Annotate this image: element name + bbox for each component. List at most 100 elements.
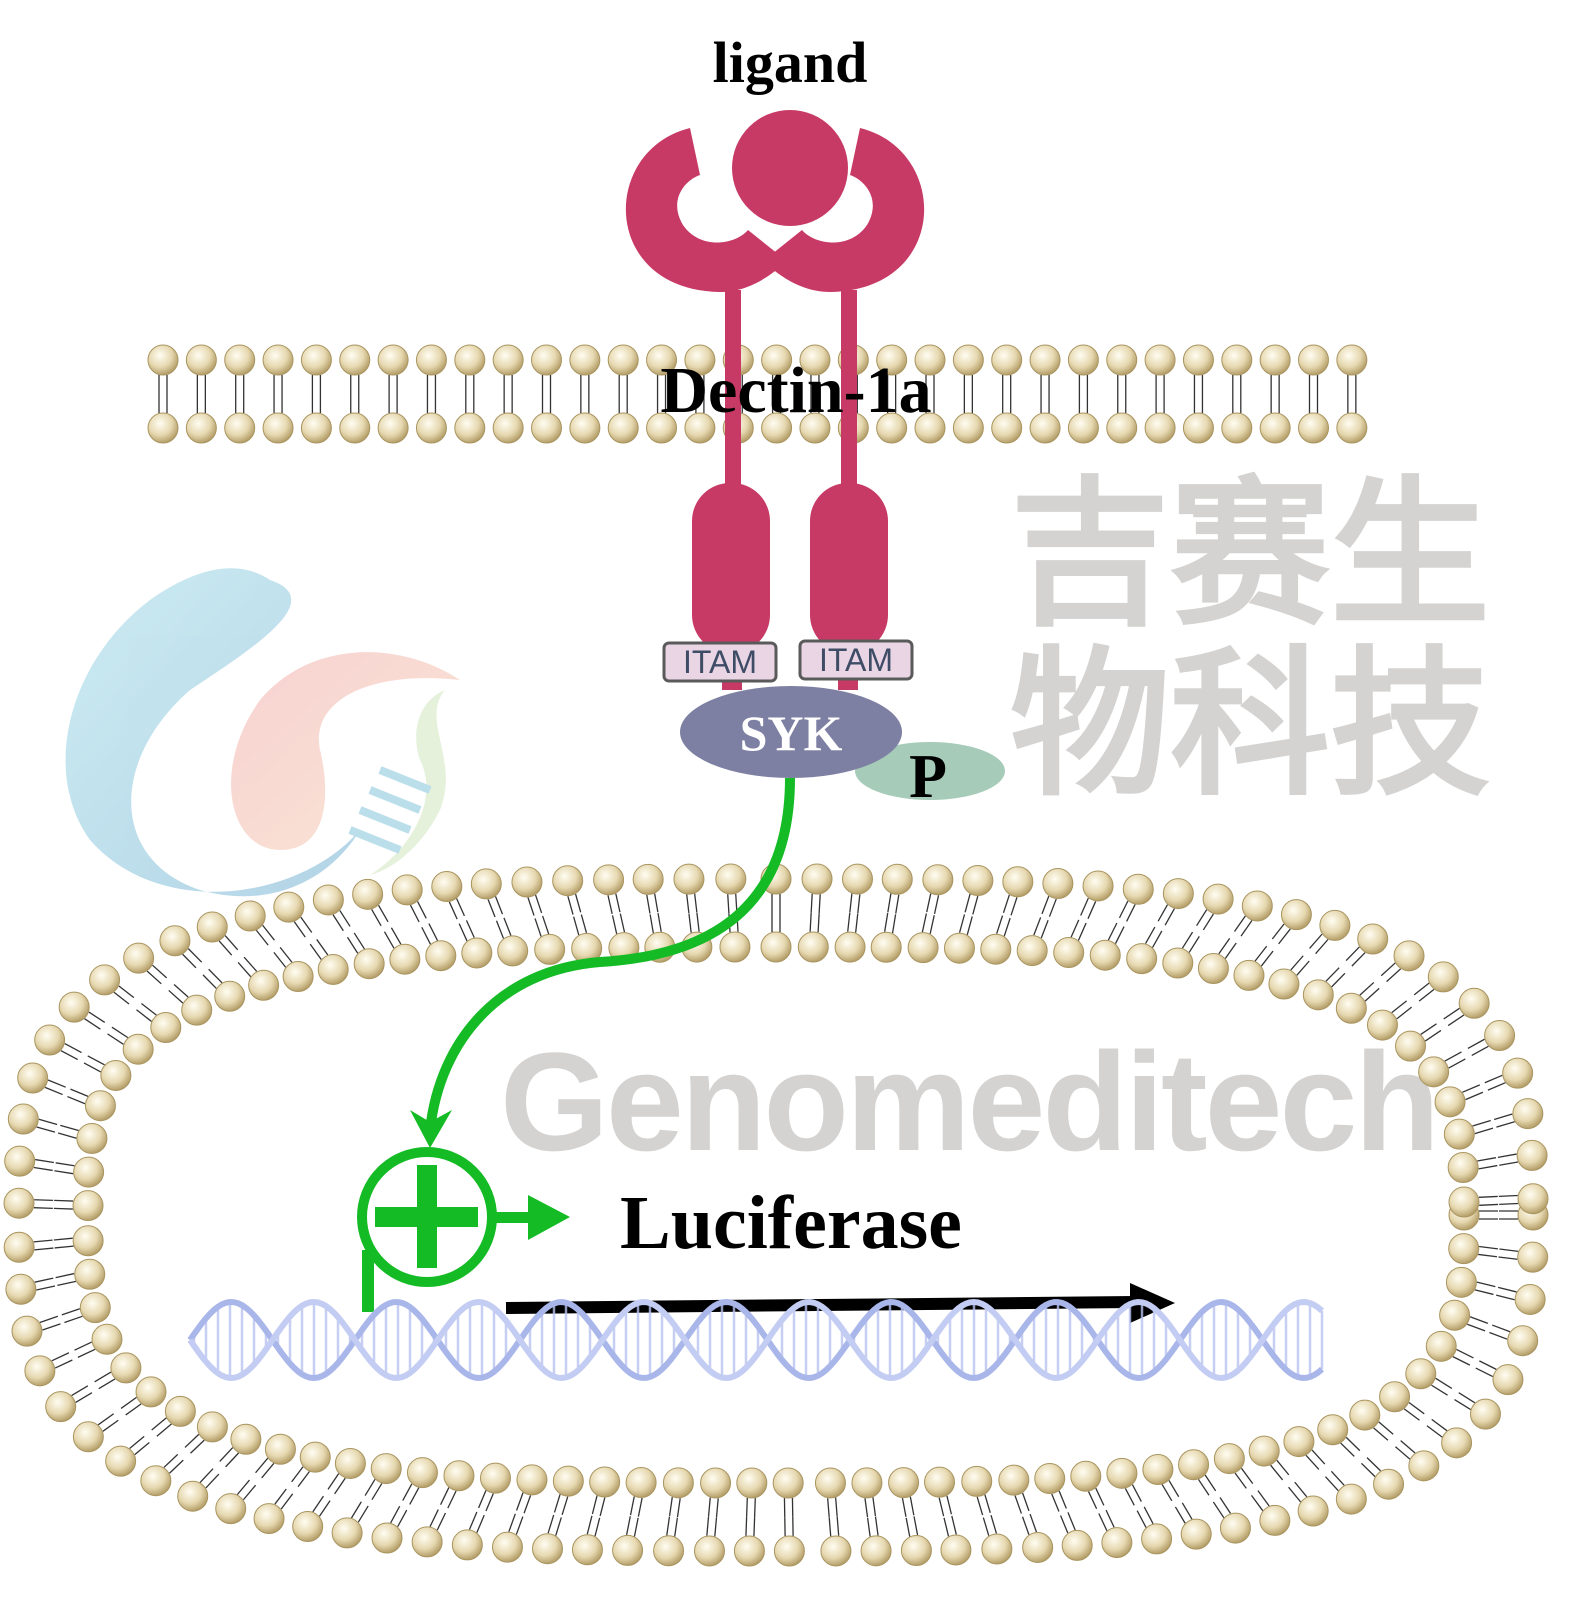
lipid	[1016, 868, 1074, 967]
lipid	[1034, 1463, 1093, 1561]
lipid	[470, 868, 529, 967]
lipid	[684, 344, 716, 444]
lipid	[952, 344, 984, 444]
lipid	[1248, 1435, 1329, 1527]
lipid	[140, 1411, 228, 1497]
lipid	[797, 863, 833, 963]
itam-left-label: ITAM	[683, 644, 757, 680]
lipid	[491, 1464, 548, 1563]
lipid	[646, 344, 678, 444]
lipid	[1283, 1426, 1367, 1515]
lipid	[772, 1467, 805, 1567]
lipid	[531, 1465, 584, 1565]
phospho-label: P	[909, 743, 947, 811]
lipid	[1053, 870, 1114, 969]
lipid	[45, 1352, 142, 1423]
watermark-english: Genomeditech	[500, 1023, 1440, 1180]
itam-right-label: ITAM	[819, 642, 893, 678]
lipid	[159, 925, 246, 1012]
lipid	[1349, 1399, 1440, 1482]
lipid	[1439, 1299, 1539, 1357]
lipid	[607, 344, 639, 444]
lipid	[733, 1467, 768, 1567]
itam-left: ITAM	[662, 641, 778, 683]
lipid	[3, 1225, 104, 1263]
lipid	[569, 344, 601, 444]
lipid	[58, 991, 154, 1065]
lipid	[185, 344, 217, 444]
ligand-label: ligand	[713, 30, 868, 95]
lipid	[961, 1465, 1013, 1565]
lipid	[273, 891, 349, 985]
lipid	[451, 1462, 511, 1561]
lipid	[1298, 344, 1329, 444]
lipid	[4, 1145, 105, 1188]
lipid	[1302, 923, 1389, 1011]
lipid	[1029, 344, 1061, 444]
watermark-chinese: 吉赛生物科技	[1010, 461, 1491, 818]
ligand-molecule	[732, 110, 848, 226]
lipid	[1395, 987, 1490, 1062]
receptor-label: Dectin-1a	[660, 354, 931, 427]
lipid	[998, 1464, 1054, 1563]
lipid	[415, 344, 447, 444]
lipid	[571, 1466, 621, 1566]
lipid	[1336, 344, 1368, 444]
lipid	[1126, 878, 1194, 975]
lipid	[715, 863, 751, 963]
lipid	[1089, 873, 1154, 971]
lipid	[1142, 1454, 1212, 1550]
lipid	[851, 1467, 892, 1567]
lipid	[339, 344, 371, 444]
lipid	[11, 1292, 111, 1347]
lipid	[1106, 344, 1138, 444]
dna-helix	[187, 1298, 1324, 1382]
plasma-membrane	[147, 344, 1368, 444]
syk-kinase: SYK	[680, 686, 902, 778]
lipid	[814, 1467, 852, 1567]
lipid	[5, 1258, 106, 1305]
lipid	[89, 964, 182, 1043]
nuclear-membrane	[3, 863, 1549, 1567]
lipid	[1418, 1020, 1516, 1088]
lipid	[870, 863, 913, 963]
lipid	[511, 866, 566, 965]
lipid	[1233, 899, 1312, 991]
lipid	[799, 344, 831, 444]
lipid	[1445, 1266, 1546, 1315]
lipid	[253, 1441, 331, 1535]
lipid	[34, 1024, 132, 1091]
lipid	[1221, 344, 1253, 444]
dna-strand	[187, 1298, 1324, 1382]
lipid	[888, 1467, 932, 1567]
lipid	[1213, 1443, 1291, 1536]
lipid	[531, 344, 562, 444]
lipid	[1144, 344, 1176, 444]
lipid	[3, 1187, 104, 1222]
lipid	[876, 344, 908, 444]
syk-label: SYK	[740, 705, 843, 761]
lipid	[1425, 1330, 1524, 1396]
lipid	[1197, 890, 1273, 984]
transcription-arrow	[505, 1283, 1175, 1323]
lipid	[761, 344, 793, 444]
lipid	[177, 1423, 262, 1512]
lipid	[1447, 1139, 1548, 1183]
lipid	[262, 344, 294, 444]
itam-right: ITAM	[798, 639, 914, 681]
lipid	[147, 344, 179, 444]
signal-arrow	[425, 777, 795, 1131]
luciferase-label: Luciferase	[620, 1181, 962, 1265]
signal-arrowhead	[410, 1110, 452, 1148]
lipid	[224, 344, 256, 444]
lipid	[1379, 1381, 1473, 1459]
lipid	[123, 942, 213, 1026]
lipid	[1162, 883, 1234, 979]
lipid	[196, 911, 280, 1001]
watermark-logo	[65, 568, 460, 897]
promoter-enhancer-icon	[357, 1147, 570, 1312]
lipid	[377, 344, 409, 444]
lipid	[991, 344, 1023, 444]
lipid	[1178, 1449, 1251, 1544]
lipid	[907, 864, 954, 964]
